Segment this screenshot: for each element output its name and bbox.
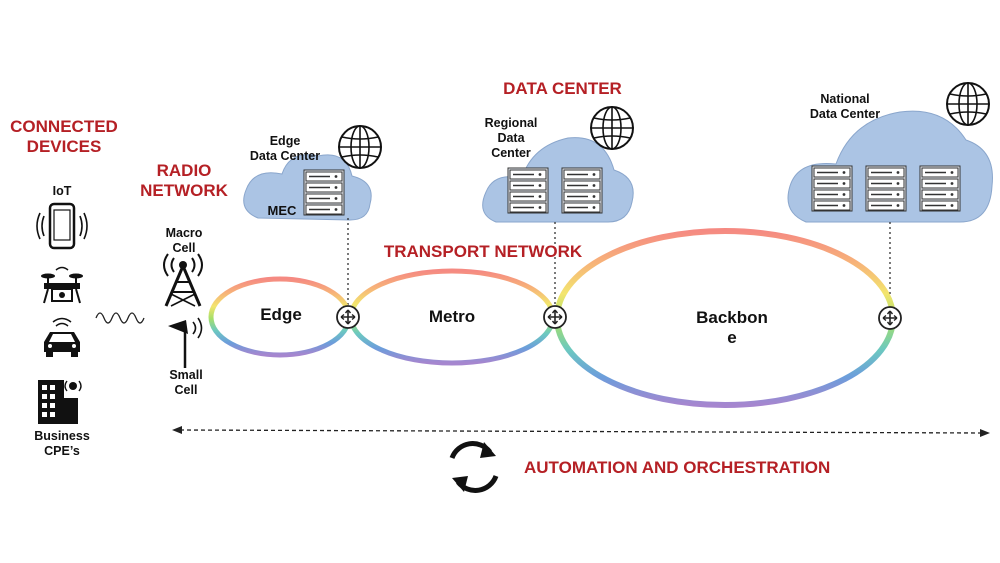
server-rack-icon (508, 168, 548, 213)
transport-network-title: TRANSPORT NETWORK (383, 242, 583, 261)
building-icon (38, 380, 82, 424)
radio-network-title: RADIO NETWORK (140, 161, 228, 201)
national-data-center-label: National Data Center (809, 92, 881, 121)
edge-data-center-label: Edge Data Center (249, 134, 321, 163)
automation-orchestration-title: AUTOMATION AND ORCHESTRATION (524, 458, 831, 477)
smartphone-icon (36, 202, 88, 250)
cell-tower-icon (163, 253, 203, 307)
edge-ring-label: Edge (260, 305, 302, 324)
macro-cell-label: Macro Cell (165, 226, 203, 255)
globe-icon (946, 82, 990, 126)
small-cell-icon (168, 317, 203, 368)
small-cell-label: Small Cell (169, 368, 203, 397)
server-rack-icon (920, 166, 960, 211)
server-rack-icon (562, 168, 602, 213)
regional-data-center-label: Regional Data Center (484, 116, 538, 160)
metro-ring-label: Metro (428, 307, 476, 326)
globe-icon (590, 106, 634, 150)
drone-icon (41, 266, 83, 304)
router-icon (543, 305, 567, 329)
wireless-wave-icon (95, 312, 145, 324)
globe-icon (338, 125, 382, 169)
server-rack-icon (866, 166, 906, 211)
router-icon (336, 305, 360, 329)
connected-devices-title: CONNECTED DEVICES (10, 117, 118, 157)
backbone-ring-label: Backbon e (696, 308, 768, 348)
iot-label: IoT (52, 184, 72, 198)
data-center-title: DATA CENTER (503, 79, 622, 98)
mec-label: MEC (267, 203, 297, 218)
cycle-icon (449, 441, 499, 493)
business-cpe-label: Business CPE’s (34, 429, 90, 458)
router-icon (878, 306, 902, 330)
server-rack-icon (304, 170, 344, 215)
car-icon (44, 317, 80, 357)
span-arrow (172, 426, 990, 437)
server-rack-icon (812, 166, 852, 211)
